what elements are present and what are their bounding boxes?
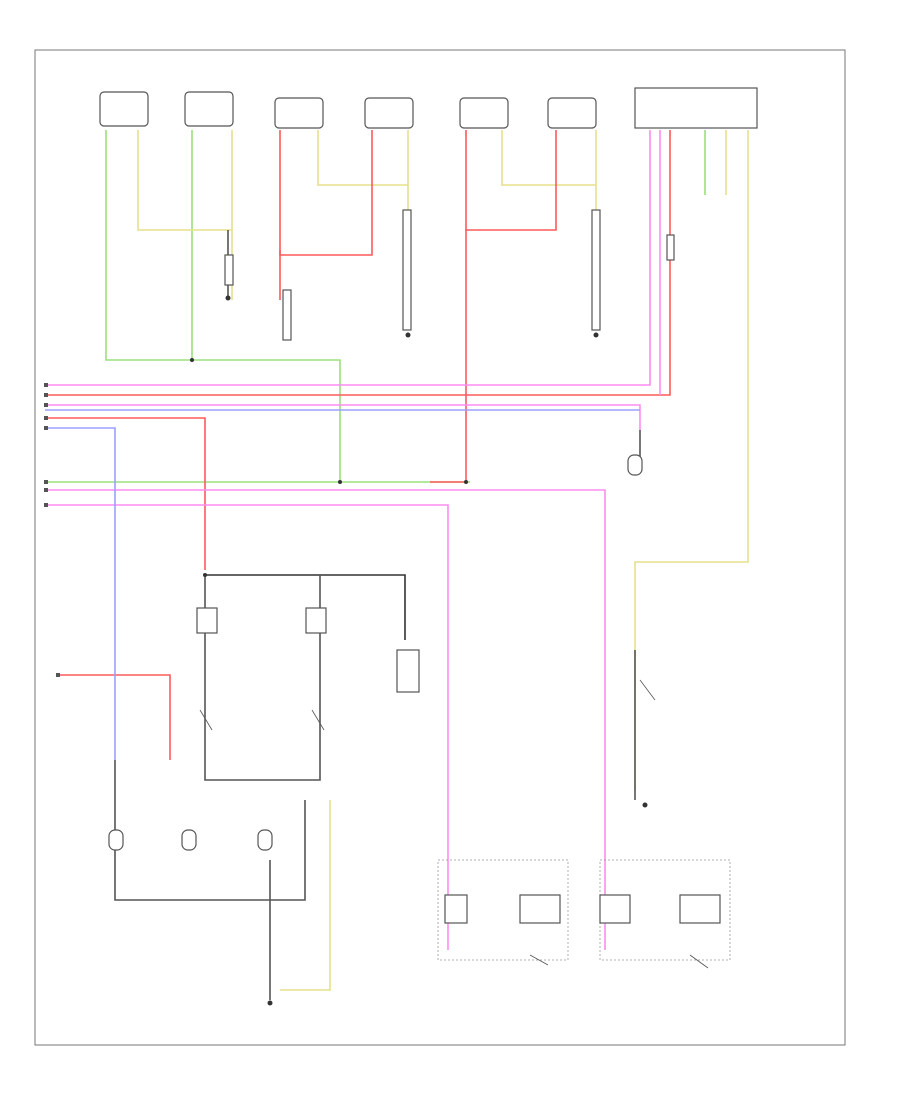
wire-red-4 [45,130,671,396]
ground-3 [593,332,599,338]
wire-black-1 [205,574,406,640]
bottom-switches [437,859,731,969]
left-stub-4 [44,416,48,420]
fuse-4 [591,209,601,331]
wire-black-2 [204,575,321,781]
bottom-connector-1 [444,894,468,924]
grounds [190,295,648,1006]
wire-black-3 [114,760,306,901]
relay-right [305,607,327,634]
ground-5 [267,1000,273,1006]
left-stub-1 [44,383,48,387]
wire-blue-1 [45,427,116,760]
wire-yellow-8 [280,800,331,991]
bottom-connector-2 [519,894,561,924]
left-stub-8 [44,503,48,507]
splice-2 [190,358,194,362]
component-3 [274,97,324,129]
switch-right-lower [639,679,656,701]
lamp-left [108,829,124,851]
splice-3 [464,480,468,484]
lamp-center [181,829,197,851]
splice-1 [338,480,342,484]
relay-group [108,454,656,851]
wire-yellow-3 [317,130,409,330]
wire-green-1 [105,130,341,480]
component-4 [364,97,414,129]
left-connectors [44,383,60,677]
relay-left [196,607,218,634]
component-6 [547,97,597,129]
bottom-switch-1 [437,859,569,961]
left-stub-2 [44,393,48,397]
switch-left [199,709,213,731]
component-1 [99,91,149,127]
left-stub-7 [44,488,48,492]
splice-4 [203,573,207,577]
left-stub-6 [44,480,48,484]
relay-block [396,649,420,693]
wires [45,130,749,1000]
component-5 [459,97,509,129]
ground-4 [642,802,648,808]
left-stub-3 [44,403,48,407]
wire-red-5 [45,417,206,570]
lamp-right [257,829,273,851]
bottom-switch-contact-2 [689,954,709,969]
wire-yellow-1 [137,130,233,300]
wire-yellow-7 [634,130,749,790]
ground-2 [405,332,411,338]
ground-1 [225,295,231,301]
diagram-frame [34,49,846,1046]
left-stub-9 [56,673,60,677]
wire-red-6 [60,674,171,760]
bottom-connector-4 [679,894,721,924]
wire-pink-1 [45,130,651,386]
lamp-top-right [627,454,643,476]
fuse-1 [224,254,234,286]
wire-red-1 [279,130,373,256]
top-components [99,87,758,129]
fuse-2 [282,289,292,341]
inline-components [224,209,675,341]
fuse-3 [402,209,412,331]
fuse-5 [666,234,675,261]
left-stub-5 [44,426,48,430]
component-2 [184,91,234,127]
wire-pink-2 [45,404,641,430]
bottom-switch-contact-1 [529,954,549,966]
switch-right [311,709,325,731]
wire-pink-3 [45,489,606,950]
wire-red-3 [430,230,467,483]
control-module [634,87,758,129]
wire-pink-4 [45,504,449,950]
wire-red-2 [465,130,557,231]
bottom-connector-3 [599,894,631,924]
